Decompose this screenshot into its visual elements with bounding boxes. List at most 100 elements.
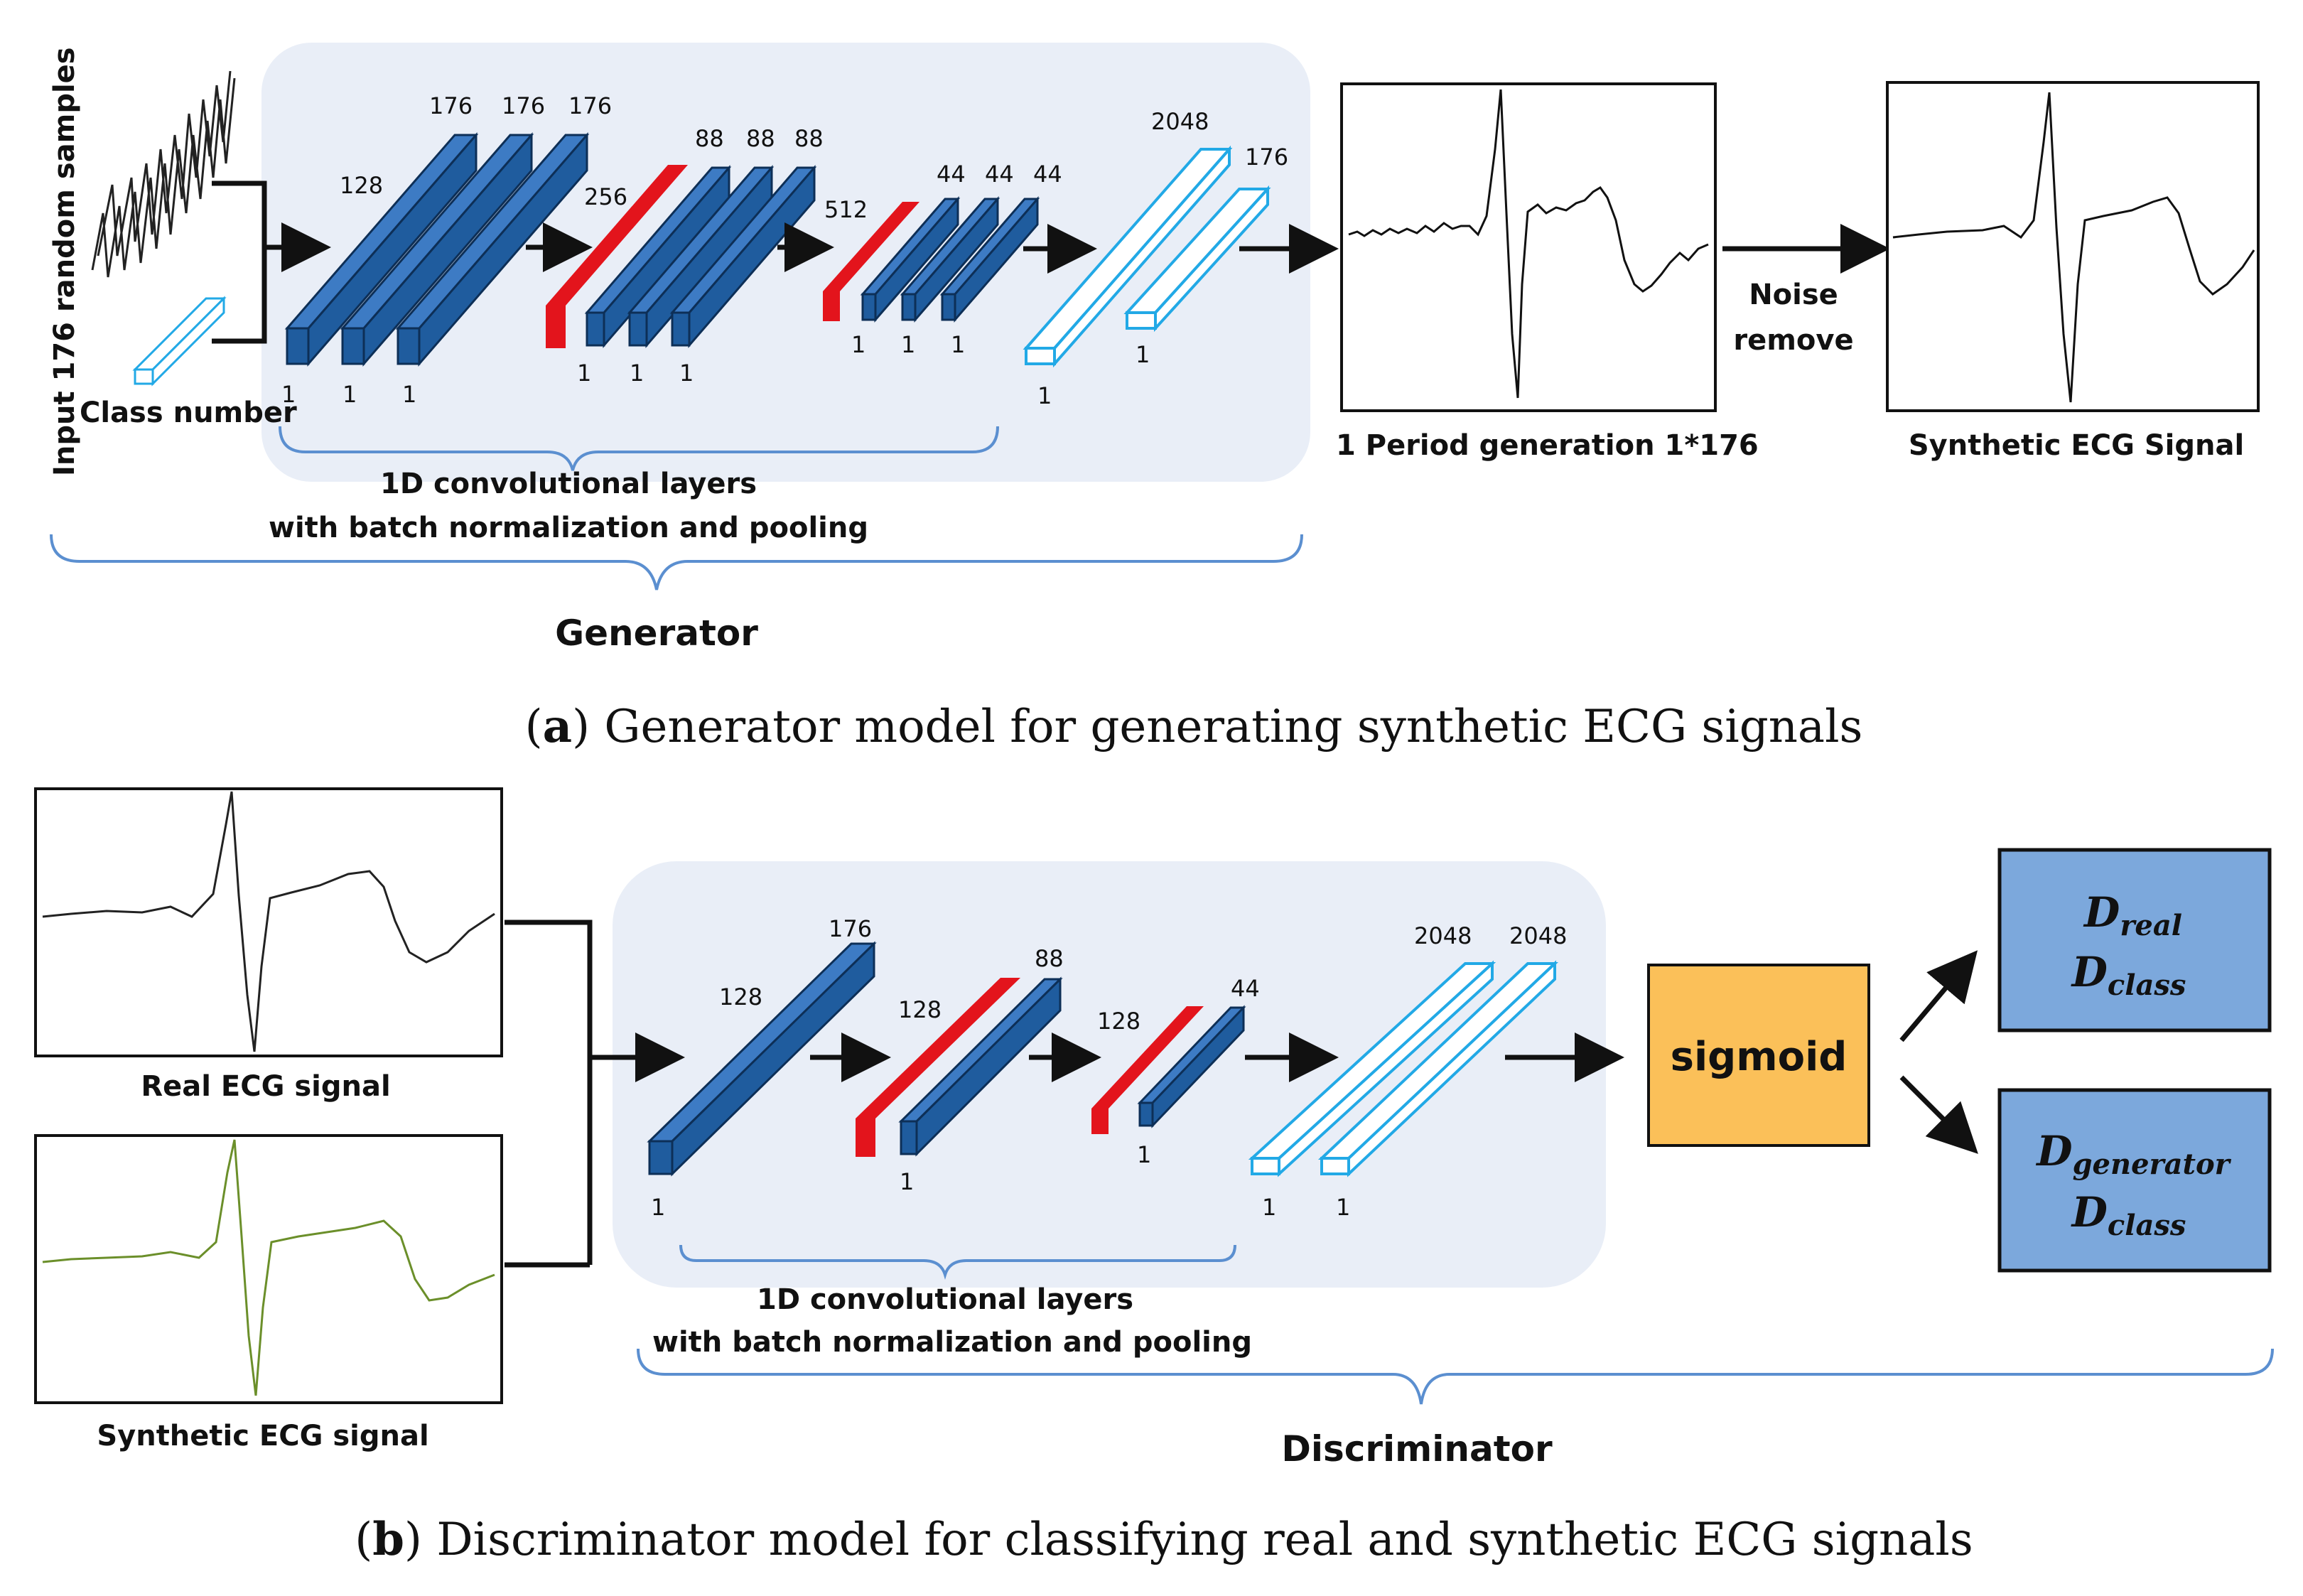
disc-l2-channels: 128 xyxy=(898,996,942,1023)
disc-dense-bottom-2: 1 xyxy=(1336,1194,1350,1221)
gen-conv-bar xyxy=(284,131,479,367)
gen-b2-bottom-2: 1 xyxy=(630,360,644,387)
real-label: Real ECG signal xyxy=(141,1070,390,1103)
gen-conv-label-2: with batch normalization and pooling xyxy=(269,512,868,544)
disc-conv-bar xyxy=(1137,1005,1246,1128)
output-real-line2: Dclass xyxy=(2071,948,2186,1002)
gen-pool-bar xyxy=(823,202,919,321)
synthetic-label: Synthetic ECG Signal xyxy=(1909,429,2244,462)
gen-b1-bottom-1: 1 xyxy=(281,381,296,408)
gen-b1-bottom-3: 1 xyxy=(402,381,416,408)
disc-l2-size: 88 xyxy=(1035,945,1064,972)
discriminator-title: Discriminator xyxy=(1281,1428,1553,1470)
real-ecg-trace xyxy=(42,791,495,1052)
disc-conv-bar xyxy=(898,976,1063,1157)
gen-conv-brace xyxy=(279,426,999,471)
disc-pool-bar xyxy=(1091,1006,1204,1134)
gen-dense-block: 2048 176 1 1 xyxy=(1023,108,1288,409)
gen-block1: 176 176 176 128 1 1 1 xyxy=(281,92,612,408)
gen-conv-bar xyxy=(627,164,775,349)
gen-b3-bottom-1: 1 xyxy=(851,331,865,358)
synthetic-ecg-trace xyxy=(1892,92,2255,403)
gen-conv-bar xyxy=(900,195,1001,323)
real-connector xyxy=(505,920,593,1265)
disc-block3: 44 128 1 xyxy=(1091,975,1260,1168)
gen-conv-bar xyxy=(669,164,817,349)
disc-l3-size: 44 xyxy=(1231,975,1260,1002)
caption-a: (a) Generator model for generating synth… xyxy=(525,700,1863,753)
period-label: 1 Period generation 1*176 xyxy=(1336,429,1759,462)
gen-dense-bottom-1: 1 xyxy=(1037,382,1052,409)
disc-block1: 176 128 1 xyxy=(647,915,877,1221)
gen-b2-bottom-1: 1 xyxy=(577,360,591,387)
gen-conv-bar xyxy=(939,195,1040,323)
gen-conv-bar xyxy=(395,131,590,367)
gen-b3-size-2: 44 xyxy=(985,161,1014,188)
gen-dense-bar xyxy=(1023,145,1233,368)
gen-conv-bar xyxy=(584,164,732,349)
synth-ecg-trace xyxy=(42,1139,495,1396)
gen-b2-size-2: 88 xyxy=(746,125,775,152)
gen-b3-bottom-2: 1 xyxy=(901,331,915,358)
disc-conv-label-1: 1D convolutional layers xyxy=(757,1283,1133,1316)
gen-b1-size-2: 176 xyxy=(502,92,545,119)
output-generator-line2: Dclass xyxy=(2071,1188,2186,1242)
synth-label: Synthetic ECG signal xyxy=(97,1420,428,1452)
gen-b2-channels: 256 xyxy=(584,183,627,210)
noise-label-1: Noise xyxy=(1749,279,1838,311)
gen-dense-bar xyxy=(1123,185,1271,333)
disc-conv-bar xyxy=(647,941,877,1177)
class-connector xyxy=(212,249,267,344)
output-real-line1: Dreal xyxy=(2083,888,2182,942)
disc-dense-bottom-1: 1 xyxy=(1262,1194,1276,1221)
output-real-box xyxy=(1997,848,2272,1032)
discriminator-brace xyxy=(637,1348,2274,1405)
gen-conv-bar xyxy=(860,195,961,323)
gen-b1-size-3: 176 xyxy=(568,92,612,119)
gen-block2: 88 88 88 256 1 1 1 xyxy=(546,125,824,387)
period-ecg-trace xyxy=(1348,89,1709,399)
disc-l1-channels: 128 xyxy=(719,983,762,1010)
disc-conv-label-2: with batch normalization and pooling xyxy=(652,1326,1252,1359)
disc-dense-size-2: 2048 xyxy=(1509,922,1567,949)
gen-conv-bar xyxy=(340,131,534,367)
sigmoid-arrow-up xyxy=(1899,950,1978,1042)
gen-b1-channels: 128 xyxy=(340,172,383,199)
output-generator-line1: Dgenerator xyxy=(2035,1127,2231,1181)
gen-b1-bottom-2: 1 xyxy=(343,381,357,408)
disc-conv-brace xyxy=(679,1244,1236,1280)
disc-dense-size-1: 2048 xyxy=(1414,922,1472,949)
gen-b2-size-1: 88 xyxy=(695,125,724,152)
generator-brace xyxy=(50,534,1303,591)
disc-pool-bar xyxy=(856,978,1020,1157)
class-number-label: Class number xyxy=(80,397,297,429)
gen-b3-channels: 512 xyxy=(824,196,868,223)
period-plot-frame xyxy=(1340,82,1717,412)
gen-dense-size-1: 2048 xyxy=(1151,108,1209,135)
disc-dense-bar xyxy=(1317,960,1559,1177)
output-generator-box xyxy=(1997,1088,2272,1273)
disc-dense-bar xyxy=(1248,960,1496,1177)
disc-block2: 88 128 1 xyxy=(856,945,1064,1195)
gen-conv-label-1: 1D convolutional layers xyxy=(380,468,757,500)
gen-b2-bottom-3: 1 xyxy=(679,360,694,387)
input-label: Input 176 random samples xyxy=(48,47,81,476)
gen-dense-bottom-2: 1 xyxy=(1136,341,1150,368)
disc-l3-channels: 128 xyxy=(1097,1008,1140,1035)
gen-b3-bottom-3: 1 xyxy=(951,331,965,358)
gen-b3-size-1: 44 xyxy=(937,161,966,188)
disc-dense-block: 2048 2048 1 1 xyxy=(1248,922,1567,1221)
random-samples-icon xyxy=(91,70,236,278)
disc-l1-bottom: 1 xyxy=(651,1194,665,1221)
caption-b: (b) Discriminator model for classifying … xyxy=(355,1513,1973,1566)
disc-l3-bottom: 1 xyxy=(1137,1141,1151,1168)
gen-b2-size-3: 88 xyxy=(794,125,824,152)
noise-label-2: remove xyxy=(1733,324,1853,357)
disc-l2-bottom: 1 xyxy=(900,1168,914,1195)
sigmoid-label: sigmoid xyxy=(1671,1034,1848,1080)
sigmoid-arrow-down xyxy=(1899,1075,1978,1154)
gen-b1-size-1: 176 xyxy=(429,92,473,119)
disc-l1-size: 176 xyxy=(829,915,872,942)
generator-title: Generator xyxy=(555,613,758,654)
